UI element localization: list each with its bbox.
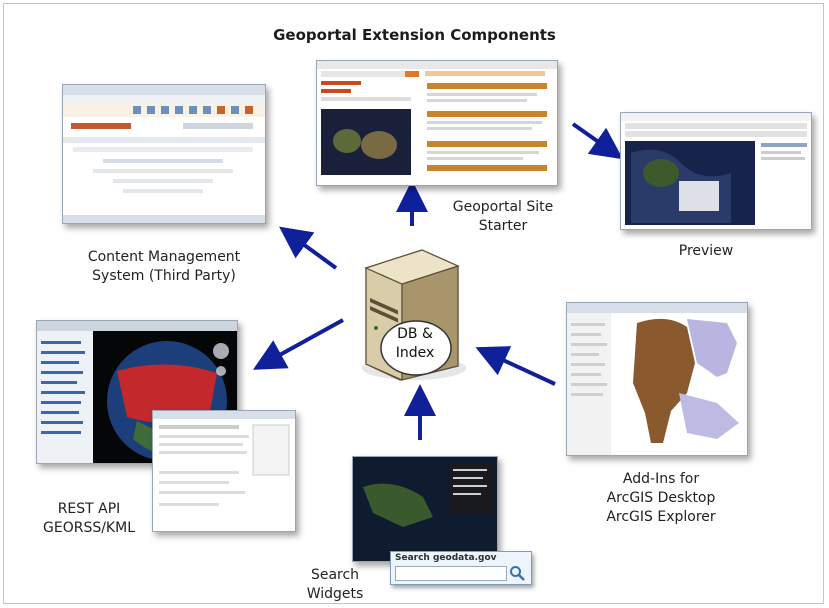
addins-line1: Add-Ins for [622,471,700,487]
arrow-to-cms [279,226,338,270]
preview-screenshot-art [621,113,811,225]
diagram-title: Geoportal Extension Components [273,26,556,44]
widgets-line1: Search [310,567,360,583]
addins-line3: ArcGIS Explorer [606,509,716,525]
cms-screenshot [62,84,266,224]
preview-screenshot [620,112,812,230]
rest-api-line1: REST API [57,501,121,517]
addins-screenshot-art [567,303,747,455]
db-index-ellipse [380,320,452,376]
site-starter-line2: Starter [478,218,528,234]
arrow-to-preview [571,122,624,160]
widgets-label: Search Widgets [290,566,380,604]
widgets-line2: Widgets [306,586,364,602]
site-starter-label: Geoportal Site Starter [428,198,578,236]
addins-screenshot [566,302,748,456]
search-widget-box: Search geodata.gov [390,551,532,585]
search-widget-input[interactable] [395,566,507,581]
site-starter-line1: Geoportal Site [452,199,554,215]
addins-label: Add-Ins for ArcGIS Desktop ArcGIS Explor… [576,470,746,527]
cms-label: Content Management System (Third Party) [64,248,264,286]
site-starter-screenshot-art [317,61,557,175]
preview-label: Preview [656,242,756,261]
preview-line1: Preview [678,243,734,259]
arrow-from-addins [475,346,556,386]
cms-line1: Content Management [87,249,241,265]
cms-screenshot-art [63,85,265,223]
site-starter-screenshot [316,60,558,186]
addins-line2: ArcGIS Desktop [606,490,716,506]
db-index-label: DB & Index [384,325,446,363]
rest-api-feed-screenshot [152,410,296,532]
db-index-line2: Index [395,345,435,361]
search-widget-title: Search geodata.gov [395,553,497,563]
rest-api-line2: GEORSS/KML [43,520,135,536]
search-icon[interactable] [509,565,525,581]
db-index-line1: DB & [397,326,433,342]
arrow-to-rest [252,318,344,370]
rest-api-label: REST API GEORSS/KML [34,500,144,538]
search-widget-screenshot-art [353,457,497,561]
search-widget-screenshot [352,456,498,562]
rest-api-feed-art [153,411,295,506]
cms-line2: System (Third Party) [92,268,236,284]
